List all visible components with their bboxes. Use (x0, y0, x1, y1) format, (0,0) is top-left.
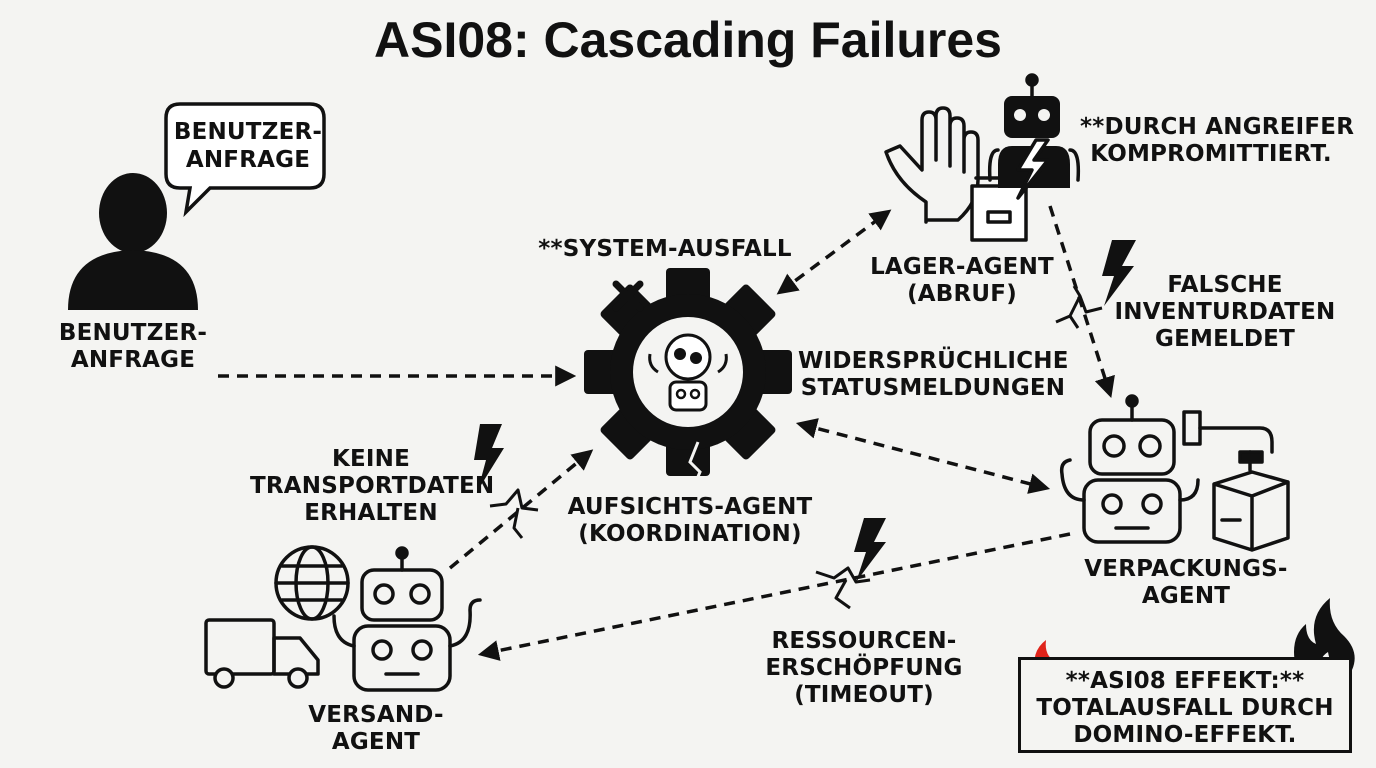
shipping-agent-label: VERSAND-AGENT (308, 702, 444, 755)
robot-truck-icon (204, 545, 482, 692)
arrow-supervisor-packaging (795, 418, 1051, 494)
lightning-icon (1102, 240, 1136, 306)
lightning-icons (474, 240, 1136, 582)
page-title: ASI08: Cascading Failures (373, 12, 1002, 68)
crack-icon (1055, 285, 1103, 329)
system-failure-annotation: **SYSTEM-AUSFALL (538, 236, 792, 262)
gear-robot-icon (584, 268, 792, 487)
user-label: BENUTZER-ANFRAGE (58, 320, 208, 373)
crack-icon (489, 488, 539, 539)
user-icon (68, 173, 198, 310)
supervisor-agent-label: AUFSICHTS-AGENT(KOORDINATION) (567, 494, 813, 547)
packaging-agent-label: VERPACKUNGS-AGENT (1084, 556, 1288, 609)
crack-icons (489, 285, 1103, 610)
arrow-supervisor-warehouse (776, 209, 892, 295)
crack-icon (815, 566, 871, 610)
warehouse-agent-label: LAGER-AGENT(ABRUF) (870, 254, 1054, 307)
robot-box-icon (1059, 394, 1290, 552)
arrow-packaging-to-shipping (477, 532, 1071, 661)
speech-bubble (164, 102, 326, 218)
lightning-icon (854, 518, 886, 582)
resource-exhaustion-annotation: RESSOURCEN-ERSCHÖPFUNG(TIMEOUT) (765, 628, 963, 708)
hand-robot-icon (884, 73, 1081, 242)
lightning-icon (474, 424, 504, 490)
speech-bubble-text: BENUTZER-ANFRAGE (173, 119, 323, 173)
